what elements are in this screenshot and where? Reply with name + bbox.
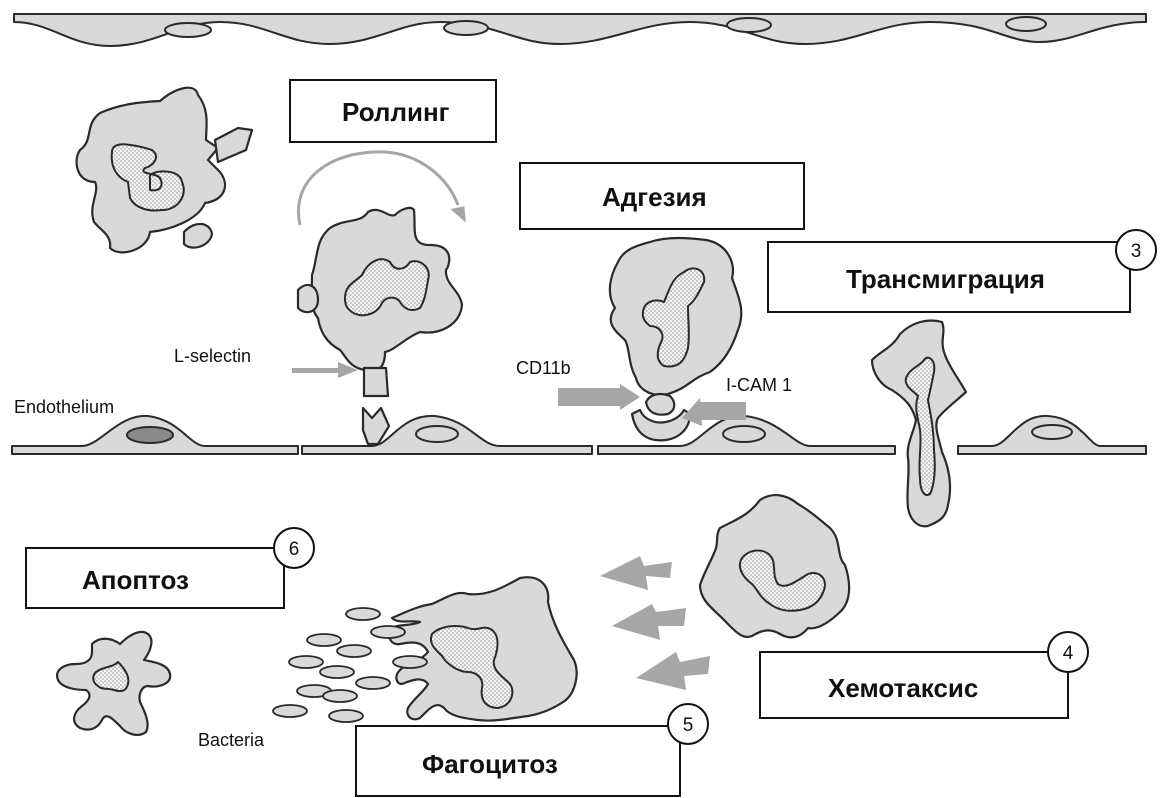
bacteria-label: Bacteria (198, 730, 265, 750)
top-vessel-wall (14, 14, 1146, 46)
chemotaxis-leukocyte (700, 495, 849, 637)
endothelium-layer (12, 416, 1146, 454)
step-number: 6 (289, 539, 300, 560)
floating-leukocyte (77, 88, 252, 253)
step-adhesion: Адгезия (520, 163, 804, 229)
step-rolling-label: Роллинг (342, 97, 450, 127)
cd11b-arrow (558, 384, 640, 410)
l-selectin-arrow (292, 362, 358, 378)
apoptotic-cell (57, 632, 170, 735)
rolling-leukocyte (298, 208, 462, 444)
step-adhesion-label: Адгезия (602, 182, 707, 212)
step-transmigration-label: Трансмиграция (846, 264, 1045, 294)
endothelium-label: Endothelium (14, 397, 114, 417)
step-number: 3 (1131, 241, 1142, 262)
step-chemotaxis: Хемотаксис 4 (760, 632, 1088, 718)
chemotaxis-arrows (600, 556, 710, 690)
step-apoptosis: Апоптоз 6 (26, 528, 314, 608)
step-chemotaxis-label: Хемотаксис (828, 673, 978, 703)
step-transmigration: Трансмиграция 3 (768, 230, 1156, 312)
step-phagocytosis-label: Фагоцитоз (422, 749, 558, 779)
step-apoptosis-label: Апоптоз (82, 565, 189, 595)
l-selectin-label: L-selectin (174, 346, 251, 366)
cd11b-label: CD11b (516, 358, 571, 378)
step-rolling: Роллинг (290, 80, 496, 142)
phagocytosing-leukocyte (389, 577, 576, 720)
transmigrating-leukocyte (872, 321, 966, 527)
icam-label: I-CAM 1 (726, 375, 792, 395)
step-number: 5 (683, 715, 694, 736)
step-number: 4 (1063, 643, 1074, 664)
